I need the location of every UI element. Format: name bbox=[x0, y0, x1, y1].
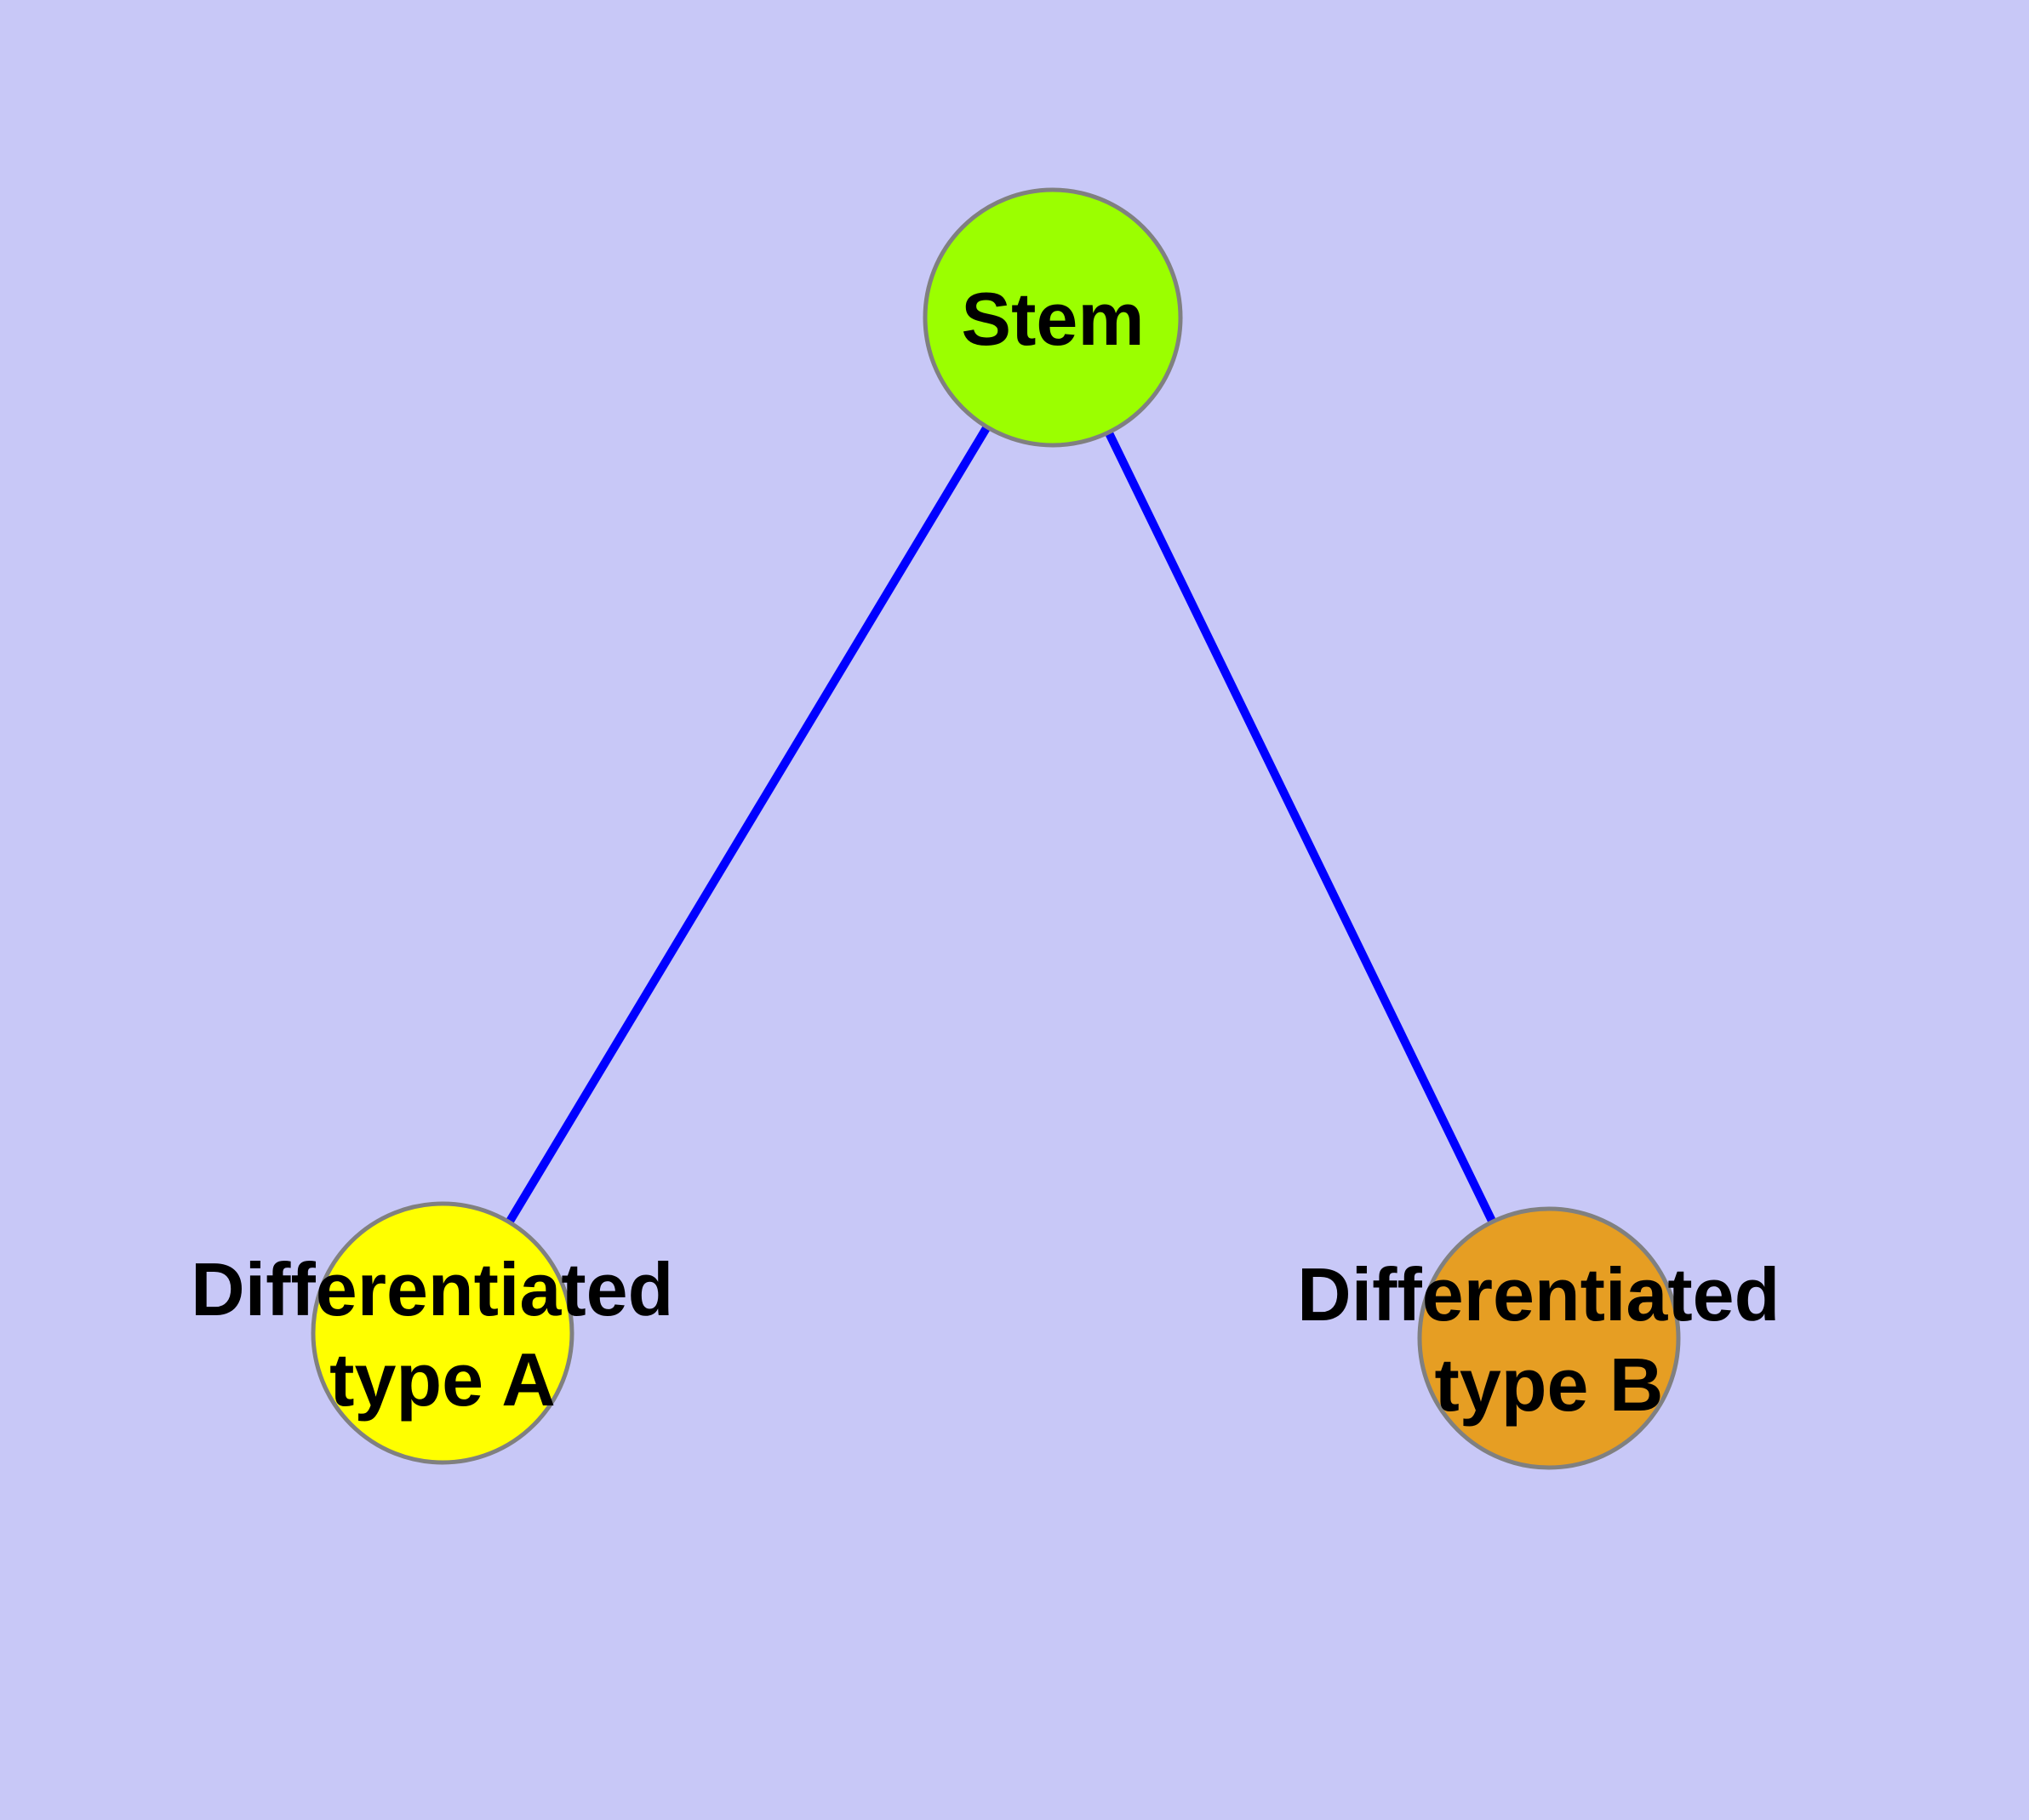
node-differentiated-type-b bbox=[1417, 1206, 1681, 1470]
node-label-stem: Stem bbox=[961, 277, 1144, 361]
node-label-differentiated-type-a: Differentiated type A bbox=[191, 1247, 694, 1422]
node-differentiated-type-a bbox=[311, 1201, 574, 1465]
node-stem bbox=[923, 187, 1183, 448]
label-line-2: type B bbox=[1435, 1342, 1664, 1427]
label-line-1: Differentiated bbox=[1297, 1252, 1780, 1336]
node-label-differentiated-type-b: Differentiated type B bbox=[1297, 1252, 1801, 1427]
edge-stem-to-type-a bbox=[438, 315, 1057, 1336]
label-line-1: Differentiated bbox=[191, 1247, 673, 1331]
edge-stem-to-type-b bbox=[1049, 315, 1553, 1341]
label-line-2: type A bbox=[329, 1337, 556, 1422]
